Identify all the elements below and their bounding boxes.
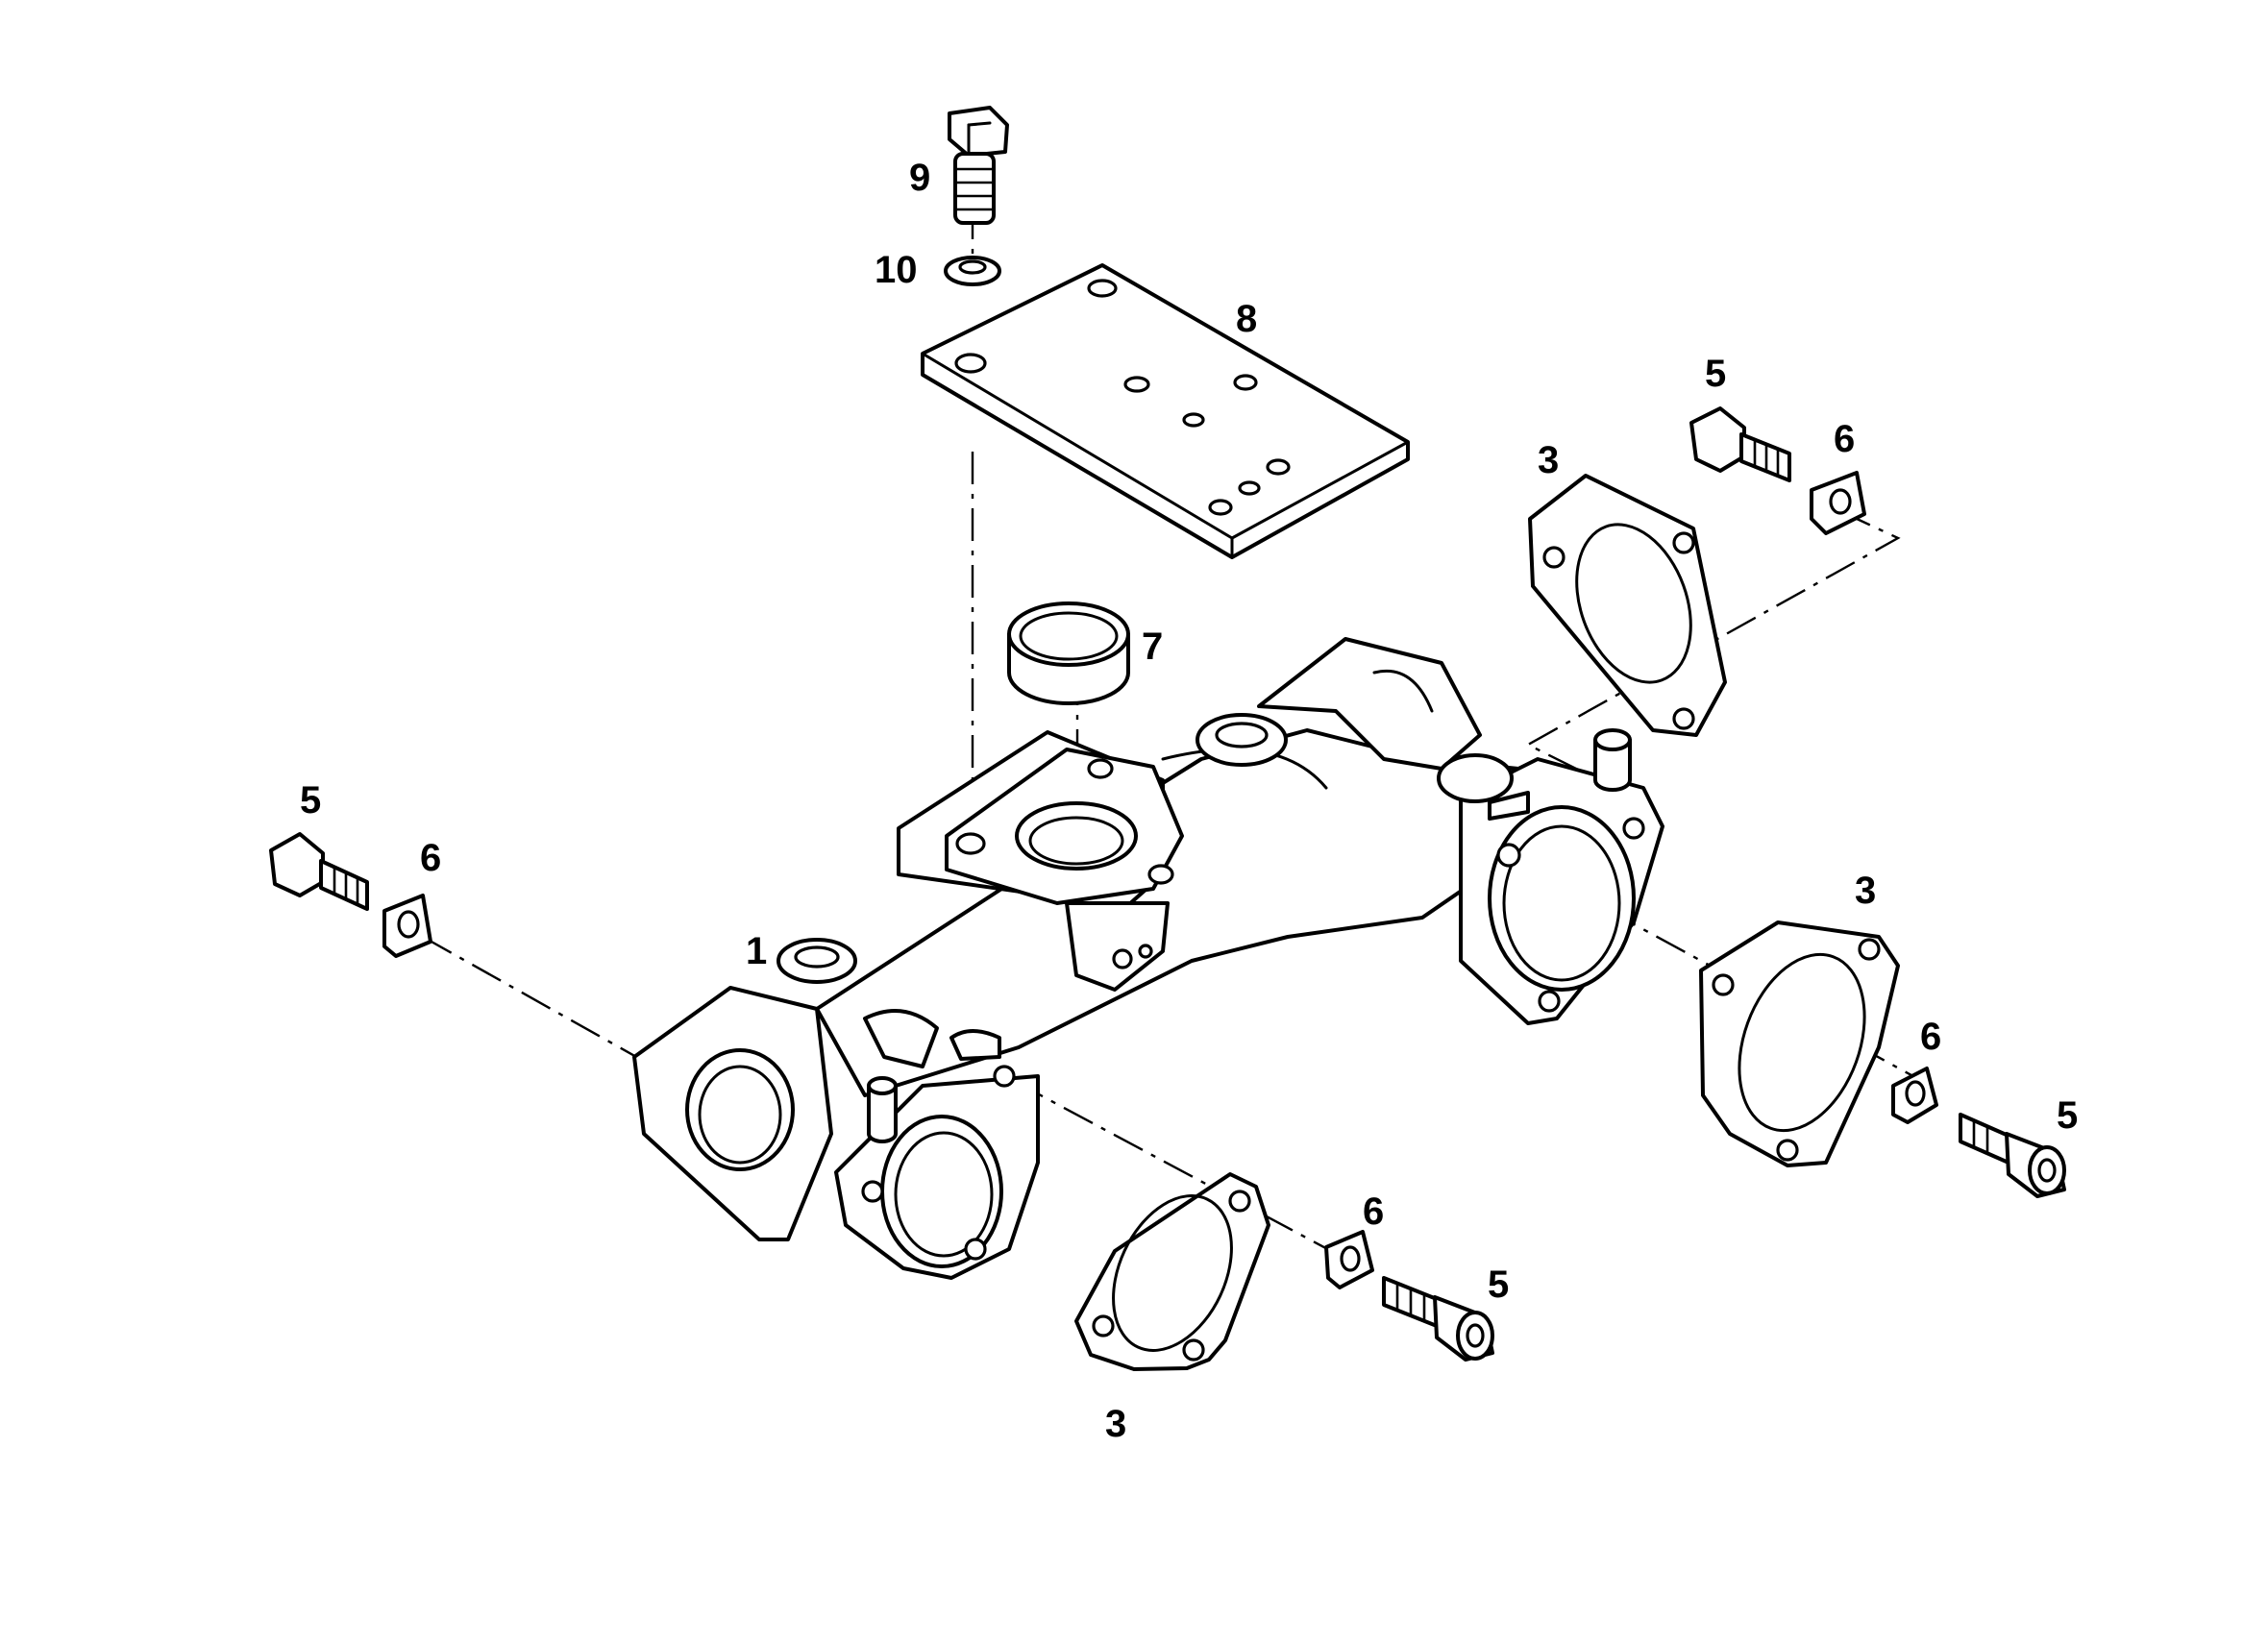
callout-3-right: 3 [1855, 870, 1876, 912]
bolt-5-upper-right [1689, 406, 1791, 482]
manifold-body-1 [632, 637, 1664, 1280]
washer-10 [944, 256, 1001, 286]
gasket-3-upper-right [1528, 474, 1727, 737]
callout-9: 9 [909, 157, 930, 199]
cover-plate-8 [921, 263, 1410, 559]
callout-3-upper-right: 3 [1538, 439, 1559, 481]
callout-6-right: 6 [1920, 1016, 1941, 1058]
callout-5-left: 5 [300, 779, 321, 822]
callout-6-lower: 6 [1363, 1190, 1384, 1233]
washer-6-right [1891, 1067, 1938, 1124]
callout-10: 10 [875, 249, 918, 291]
washer-6-left [382, 894, 432, 958]
callout-5-lower: 5 [1488, 1264, 1509, 1306]
bolt-5-lower [1382, 1276, 1494, 1362]
callout-5-upper-right: 5 [1705, 353, 1726, 395]
callout-labels: 9 10 8 7 5 6 3 5 6 1 3 6 5 6 5 3 [300, 157, 2078, 1445]
sleeve-ring-7 [1007, 601, 1130, 705]
washer-6-upper-right [1810, 471, 1866, 535]
callout-1: 1 [746, 930, 767, 972]
callout-6-upper-right: 6 [1834, 418, 1855, 460]
callout-6-left: 6 [420, 837, 441, 879]
callout-5-right: 5 [2057, 1094, 2078, 1137]
callout-7: 7 [1142, 626, 1163, 668]
bolt-5-left [269, 832, 369, 911]
hex-bolt-9 [948, 106, 1009, 225]
gasket-3-right [1699, 920, 1900, 1167]
callout-3-lower: 3 [1105, 1403, 1126, 1445]
bolt-5-right [1959, 1113, 2066, 1198]
gasket-3-lower [1074, 1172, 1270, 1371]
callout-8: 8 [1236, 298, 1257, 340]
washer-6-lower [1324, 1230, 1374, 1289]
